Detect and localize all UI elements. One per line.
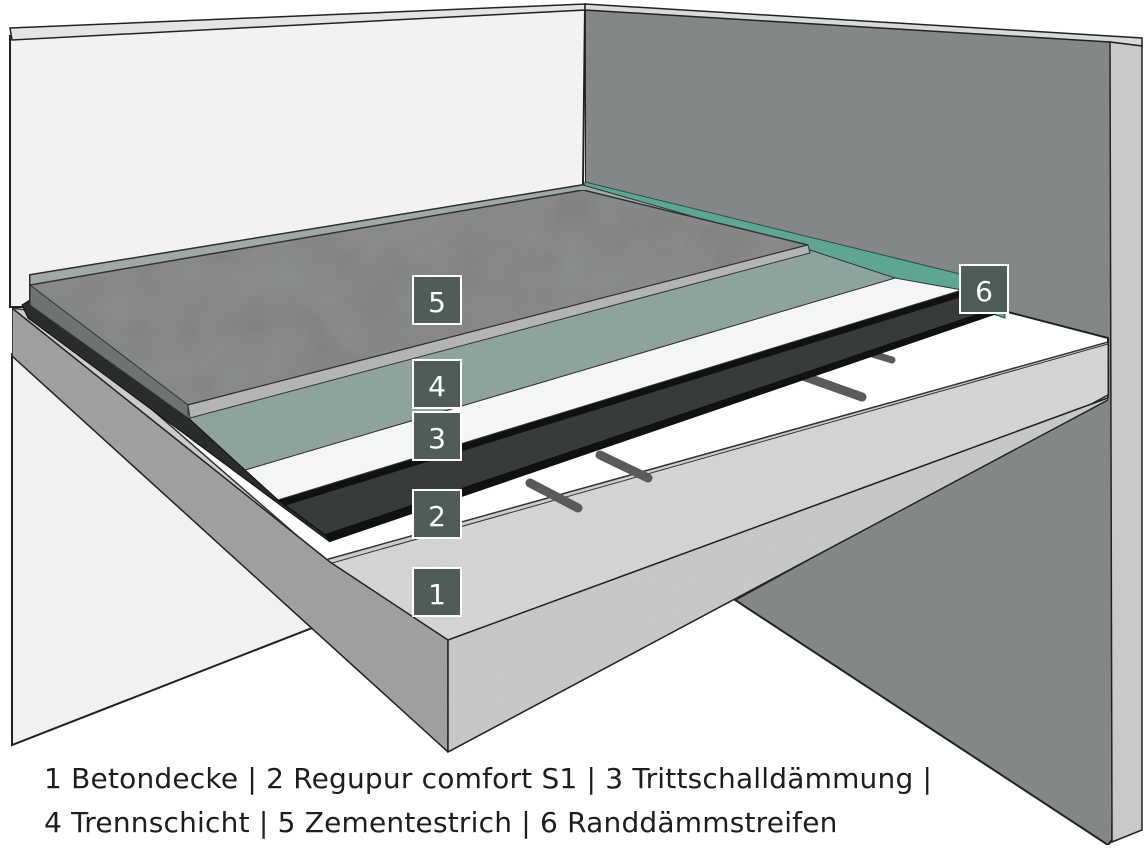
regupur-layer-bottom [325,306,1003,542]
cement-screed-left-edge [29,283,189,419]
badge-1: 1 [412,567,462,617]
badge-5: 5 [412,275,462,325]
badge-3-label: 3 [428,422,446,455]
badge-6-label: 6 [975,275,993,308]
badge-6: 6 [959,264,1009,314]
layer-stack-left-edge [21,299,331,543]
legend-line-2: 4 Trennschicht | 5 Zementestrich | 6 Ran… [44,806,838,839]
badge-1-label: 1 [428,578,446,611]
right-wall-side-edge [1109,41,1143,844]
concrete-slab-bottom-face [447,395,1109,754]
badge-5-label: 5 [428,286,446,319]
cement-screed-edge [187,244,811,419]
rebar-stub [525,478,583,513]
badge-4-label: 4 [428,370,446,403]
badge-2: 2 [412,489,462,539]
badge-3: 3 [412,411,462,461]
badge-4: 4 [412,359,462,409]
badge-2-label: 2 [428,500,446,533]
rebar-stub [795,370,867,402]
rebar-stub [595,450,653,483]
legend-line-1: 1 Betondecke | 2 Regupur comfort S1 | 3 … [44,762,933,795]
